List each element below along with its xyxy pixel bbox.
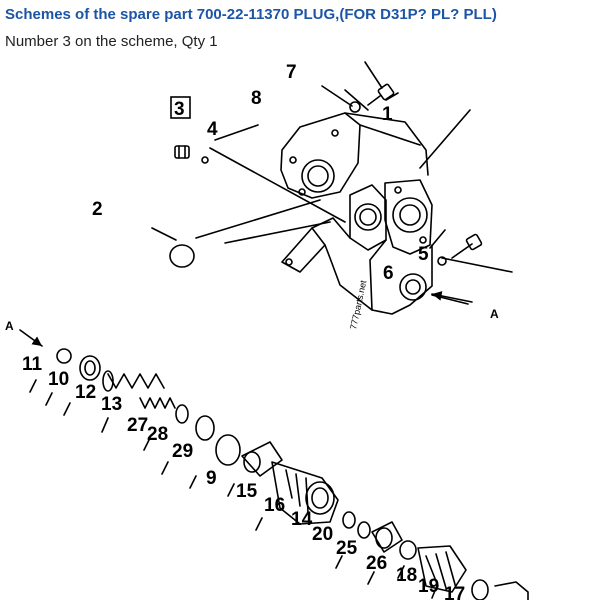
- callout-11: 11: [22, 354, 43, 375]
- callout-8: 8: [251, 88, 262, 109]
- callout-26: 26: [366, 553, 387, 574]
- parts-scheme-diagram: 7 8 1 3 4 2 5 6 A A 777parts.net 11 10 1…: [5, 61, 529, 600]
- callout-15: 15: [236, 481, 258, 502]
- callout-17: 17: [444, 584, 465, 600]
- callout-5: 5: [418, 244, 429, 265]
- callout-14: 14: [291, 509, 313, 530]
- callout-1: 1: [382, 104, 393, 125]
- callout-19: 19: [418, 576, 439, 597]
- part-position-info: Number 3 on the scheme, Qty 1: [5, 33, 218, 50]
- page-title[interactable]: Schemes of the spare part 700-22-11370 P…: [5, 6, 497, 23]
- valve-housing: [280, 112, 433, 315]
- callout-12: 12: [75, 382, 96, 403]
- callout-29: 29: [172, 441, 193, 462]
- section-mark-a-left: A: [5, 319, 14, 333]
- section-mark-a-right: A: [490, 307, 499, 321]
- callout-25: 25: [336, 538, 358, 559]
- callout-3-box: [170, 96, 191, 119]
- callout-13: 13: [101, 394, 122, 415]
- callout-27: 27: [127, 415, 148, 436]
- bolt-1: [367, 83, 395, 106]
- callout-18: 18: [396, 565, 417, 586]
- plug-3: [174, 145, 190, 159]
- callout-28: 28: [147, 424, 168, 445]
- callout-20: 20: [312, 524, 333, 545]
- spool-assembly: [29, 348, 529, 600]
- callout-7: 7: [286, 62, 297, 83]
- callout-16: 16: [264, 495, 285, 516]
- bolt-5: [451, 233, 483, 259]
- callout-4: 4: [207, 119, 218, 140]
- callout-10: 10: [48, 369, 69, 390]
- callout-3: 3: [174, 99, 185, 120]
- callout-2: 2: [92, 199, 103, 220]
- callout-6: 6: [383, 263, 394, 284]
- callout-9: 9: [206, 468, 217, 489]
